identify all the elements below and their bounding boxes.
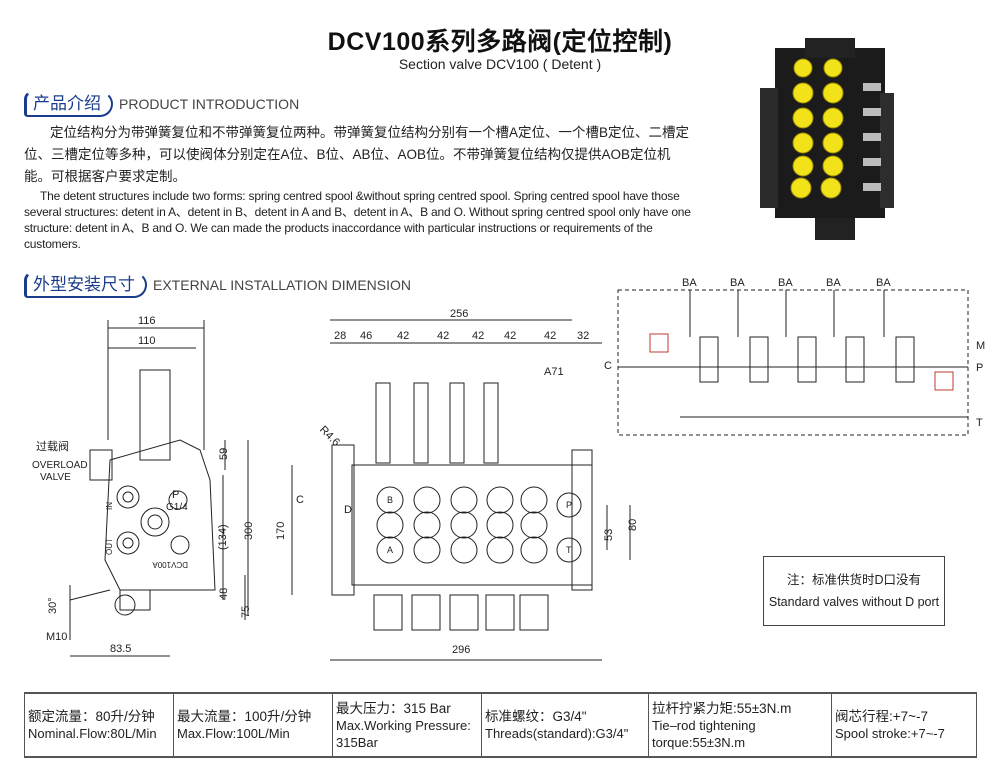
svg-text:42: 42 <box>472 330 484 342</box>
svg-text:P: P <box>172 489 179 501</box>
svg-text:300: 300 <box>243 522 255 540</box>
svg-text:C: C <box>296 494 304 506</box>
svg-text:BA: BA <box>876 277 891 289</box>
svg-text:T: T <box>566 545 572 555</box>
svg-text:M: M <box>976 340 985 352</box>
section-badge: 外型安装尺寸 <box>24 272 147 298</box>
svg-text:(134): (134) <box>217 524 229 550</box>
side-view-drawing: 116 110 59 300 (134) 48 75 过载阀 OVERLOAD … <box>32 315 255 657</box>
svg-text:OUT: OUT <box>105 538 114 555</box>
note-box: 注：标准供货时D口没有 Standard valves without D po… <box>763 556 945 626</box>
svg-text:DCV100A: DCV100A <box>152 560 188 569</box>
svg-text:42: 42 <box>544 330 556 342</box>
svg-text:80: 80 <box>627 519 639 531</box>
intro-text-cn: 定位结构分为带弹簧复位和不带弹簧复位两种。带弹簧复位结构分别有一个槽A定位、一个… <box>24 125 690 184</box>
svg-text:42: 42 <box>437 330 449 342</box>
svg-text:83.5: 83.5 <box>110 643 131 655</box>
svg-text:BA: BA <box>730 277 745 289</box>
product-photo <box>760 38 894 240</box>
svg-text:53: 53 <box>603 529 615 541</box>
svg-text:P: P <box>566 500 572 510</box>
section-header-dimension: 外型安装尺寸 EXTERNAL INSTALLATION DIMENSION <box>24 272 411 298</box>
svg-text:过载阀: 过载阀 <box>36 439 69 453</box>
note-cn: 注：标准供货时D口没有 <box>786 573 922 587</box>
svg-text:BA: BA <box>826 277 841 289</box>
svg-text:59: 59 <box>218 448 230 460</box>
svg-text:32: 32 <box>577 330 589 342</box>
svg-text:OVERLOAD: OVERLOAD <box>32 460 88 471</box>
section-heading: EXTERNAL INSTALLATION DIMENSION <box>153 277 412 293</box>
svg-text:D: D <box>344 504 352 516</box>
section-header-intro: 产品介绍 PRODUCT INTRODUCTION <box>24 91 299 117</box>
svg-text:VALVE: VALVE <box>40 472 71 483</box>
page-subtitle: Section valve DCV100 ( Detent ) <box>398 56 602 72</box>
spec-threads: 标准螺纹：G3/4"Threads(standard):G3/4" <box>482 694 649 756</box>
svg-text:42: 42 <box>397 330 409 342</box>
svg-text:296: 296 <box>452 644 470 656</box>
svg-text:BA: BA <box>778 277 793 289</box>
note-en: Standard valves without D port <box>768 595 940 609</box>
hydraulic-schematic: BA BA BA BA BA C M P T <box>604 277 985 436</box>
svg-text:28: 28 <box>334 330 346 342</box>
svg-text:116: 116 <box>138 315 156 327</box>
svg-text:IN: IN <box>105 502 114 510</box>
svg-text:A: A <box>387 545 393 555</box>
svg-text:A71: A71 <box>544 366 564 378</box>
svg-text:42: 42 <box>504 330 516 342</box>
svg-text:170: 170 <box>275 522 287 540</box>
svg-text:T: T <box>976 417 983 429</box>
svg-text:M10: M10 <box>46 631 67 643</box>
section-badge: 产品介绍 <box>24 91 113 117</box>
svg-text:256: 256 <box>450 308 468 320</box>
svg-text:C: C <box>604 360 612 372</box>
svg-text:G1/4: G1/4 <box>166 502 188 513</box>
front-view-drawing: 256 28 46 42 42 42 42 42 32 A71 R4.6 C D… <box>275 308 639 661</box>
svg-text:P: P <box>976 362 983 374</box>
svg-text:30°: 30° <box>47 597 59 614</box>
svg-text:48: 48 <box>218 588 230 600</box>
page-title: DCV100系列多路阀(定位控制) <box>327 28 673 56</box>
section-heading: PRODUCT INTRODUCTION <box>119 96 300 112</box>
intro-text-en: The detent structures include two forms:… <box>24 189 691 251</box>
svg-text:BA: BA <box>682 277 697 289</box>
svg-text:75: 75 <box>240 606 252 618</box>
svg-text:B: B <box>387 495 393 505</box>
svg-text:46: 46 <box>360 330 372 342</box>
svg-text:110: 110 <box>138 335 156 347</box>
